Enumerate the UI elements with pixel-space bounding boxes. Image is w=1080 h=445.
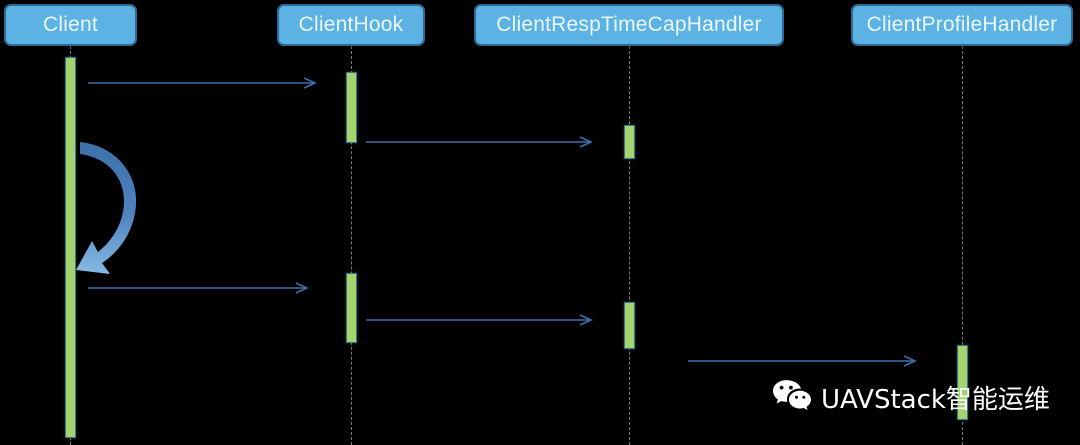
watermark: UAVStack智能运维: [772, 378, 1050, 417]
activation-capthandler-2: [623, 302, 635, 349]
activation-profilehandler-1: [956, 345, 968, 420]
lifeline-clienthook: [351, 46, 352, 445]
activation-clienthook-2: [345, 273, 357, 343]
activation-capthandler-1: [623, 125, 635, 159]
lifeline-profilehandler: [962, 46, 963, 445]
participant-capthandler[interactable]: ClientRespTimeCapHandler: [474, 4, 784, 46]
participant-label-clienthook: ClientHook: [298, 13, 404, 36]
activation-clienthook-1: [345, 72, 357, 143]
lifeline-capthandler: [629, 46, 630, 445]
participant-profilehandler[interactable]: ClientProfileHandler: [851, 4, 1073, 46]
watermark-text: UAVStack智能运维: [821, 385, 1050, 415]
participant-client[interactable]: Client: [4, 4, 137, 46]
participant-label-capthandler: ClientRespTimeCapHandler: [496, 13, 762, 36]
activation-client-1: [64, 57, 76, 438]
participant-label-client: Client: [43, 13, 98, 36]
wechat-icon: [772, 378, 812, 417]
participant-clienthook[interactable]: ClientHook: [277, 4, 425, 46]
participant-label-profilehandler: ClientProfileHandler: [866, 13, 1058, 36]
self-message-client-loop: [76, 142, 137, 274]
